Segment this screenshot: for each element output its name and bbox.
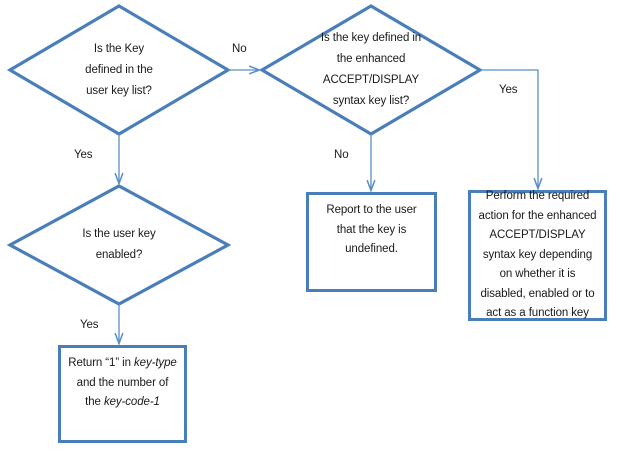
edge-label-d1-no: No (232, 43, 247, 55)
decision-line: syntax key list? (332, 95, 410, 107)
decision-line: enabled? (95, 249, 143, 261)
edge-label-d3-yes: Yes (80, 319, 99, 331)
decision-line: Is the key defined in (320, 32, 422, 44)
decision-line: Is the Key (93, 42, 145, 55)
decision-label-key-defined-user-list: Is the Key defined in the user key list? (30, 24, 208, 116)
decision-line: defined in the (85, 63, 153, 76)
edge-label-d1-yes: Yes (74, 149, 93, 161)
seg-text-italic: key-type (134, 357, 177, 369)
edge-label-d2-yes: Yes (499, 84, 518, 96)
process-box-report-undefined: Report to the user that the key is undef… (306, 192, 437, 292)
decision-line: ACCEPT/DISPLAY (322, 74, 420, 86)
seg-text: and the number of the (76, 376, 169, 409)
process-box-return-keytype: Return “1” in key-type and the number of… (58, 345, 187, 443)
decision-label-user-key-enabled: Is the user key enabled? (30, 203, 208, 287)
process-box-perform-action-text: Perform the required action for the enha… (478, 190, 597, 320)
seg-text-italic: key-code-1 (103, 396, 160, 408)
process-box-perform-action: Perform the required action for the enha… (468, 190, 607, 321)
decision-line: user key list? (86, 84, 152, 97)
edge-label-d2-no: No (334, 149, 349, 161)
process-box-return-keytype-text: Return “1” in key-type and the number of… (61, 348, 184, 440)
seg-text: Return “1” in (68, 357, 135, 369)
decision-line: the enhanced (336, 53, 406, 65)
decision-line: Is the user key (82, 228, 156, 240)
process-box-report-undefined-text: Report to the user that the key is undef… (326, 204, 417, 255)
decision-label-key-defined-enhanced-list: Is the key defined in the enhanced ACCEP… (283, 28, 459, 112)
